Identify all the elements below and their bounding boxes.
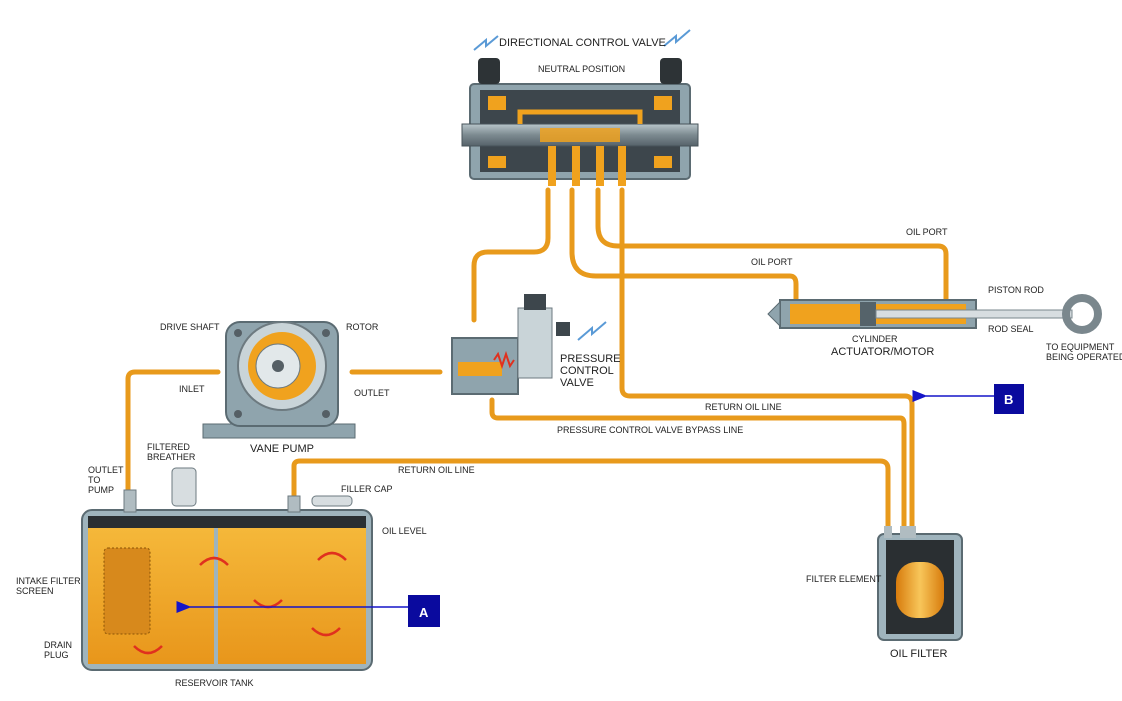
filtered-breather-label-1: FILTERED [147, 442, 190, 452]
filler-cap-label: FILLER CAP [341, 484, 393, 494]
lightning-icon [473, 35, 499, 51]
oil-filter [877, 526, 963, 641]
drain-plug-label-1: DRAIN [44, 640, 72, 650]
flow-arrow-icon [317, 551, 347, 561]
reservoir-tank [81, 467, 373, 671]
intake-filter-label-1: INTAKE FILTER [16, 576, 81, 586]
flow-arrow-icon [133, 645, 163, 655]
to-equipment-label-1: TO EQUIPMENT [1046, 342, 1115, 352]
directional-control-valve-label: DIRECTIONAL CONTROL VALVE [499, 37, 666, 49]
outlet-to-pump-label-2: TO [88, 475, 100, 485]
pressure-valve-label-1: PRESSURE [560, 353, 621, 365]
pressure-valve-label-3: VALVE [560, 377, 594, 389]
marker-a: A [176, 595, 440, 627]
pressure-supply-pipe [471, 187, 551, 323]
oil-port-label-mid: OIL PORT [751, 257, 793, 267]
flow-arrow-icon [311, 627, 341, 637]
spring-icon [493, 350, 515, 370]
cylinder-port-pipe-2 [595, 187, 949, 303]
cylinder-port-pipe-1 [569, 187, 799, 303]
marker-b-label: B [1004, 392, 1013, 407]
cylinder-label: CYLINDER [852, 334, 898, 344]
piston-rod-label: PISTON ROD [988, 285, 1044, 295]
neutral-position-label: NEUTRAL POSITION [538, 64, 625, 74]
oil-port-label-top: OIL PORT [906, 227, 948, 237]
marker-a-label: A [419, 605, 429, 620]
outlet-to-pump-label-3: PUMP [88, 485, 114, 495]
actuator-motor-label: ACTUATOR/MOTOR [831, 346, 934, 358]
lightning-icon [577, 321, 607, 341]
bypass-line-label: PRESSURE CONTROL VALVE BYPASS LINE [557, 425, 743, 435]
inlet-label: INLET [179, 384, 205, 394]
return-oil-line-label-top: RETURN OIL LINE [398, 465, 475, 475]
return-oil-line-top [291, 458, 891, 529]
pipes [125, 187, 949, 529]
drain-plug-label-2: PLUG [44, 650, 69, 660]
reservoir-tank-label: RESERVOIR TANK [175, 678, 254, 688]
return-oil-line-b [619, 187, 915, 529]
pump-inlet-pipe [125, 369, 221, 493]
cylinder-actuator [767, 294, 1102, 334]
vane-pump [202, 321, 356, 439]
oil-filter-label: OIL FILTER [890, 648, 948, 660]
bypass-line-pipe [489, 397, 907, 529]
drive-shaft-label: DRIVE SHAFT [160, 322, 220, 332]
pressure-valve-label-2: CONTROL [560, 365, 614, 377]
intake-filter-label-2: SCREEN [16, 586, 54, 596]
vane-pump-label: VANE PUMP [250, 443, 314, 455]
to-equipment-label-2: BEING OPERATED [1046, 352, 1122, 362]
marker-b: B [912, 384, 1024, 414]
lightning-icon [663, 29, 691, 47]
directional-control-valve [461, 29, 699, 186]
filtered-breather-label-2: BREATHER [147, 452, 196, 462]
outlet-to-pump-label-1: OUTLET [88, 465, 124, 475]
rotor-label: ROTOR [346, 322, 379, 332]
return-oil-line-label-right: RETURN OIL LINE [705, 402, 782, 412]
rod-seal-label: ROD SEAL [988, 324, 1034, 334]
pressure-control-valve [451, 294, 607, 395]
flow-arrow-icon [199, 556, 229, 566]
oil-level-label: OIL LEVEL [382, 526, 427, 536]
outlet-label: OUTLET [354, 388, 390, 398]
filter-element-label: FILTER ELEMENT [806, 574, 882, 584]
